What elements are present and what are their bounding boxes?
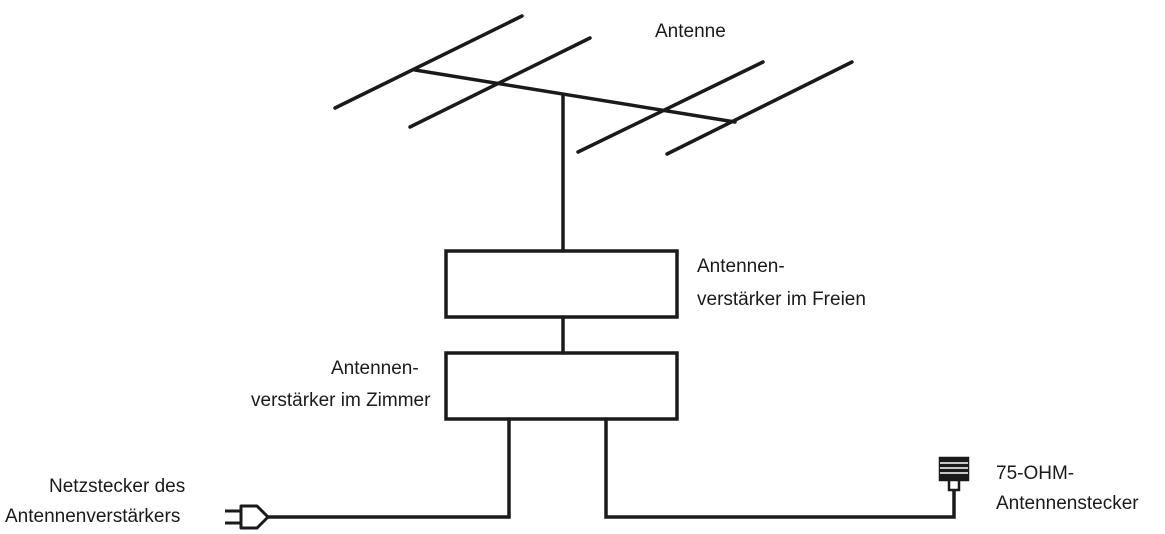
connector-label-line1: 75-OHM- — [996, 463, 1075, 484]
outdoor-amplifier-label-line1: Antennen- — [697, 256, 785, 277]
power-plug-label-line2: Antennenverstärkers — [5, 506, 181, 527]
antenna-boom — [413, 68, 737, 124]
power-cable — [266, 417, 511, 519]
indoor-amplifier-label-line1: Antennen- — [331, 358, 419, 379]
antenna-element — [333, 14, 524, 110]
outdoor-amplifier-box — [444, 249, 679, 319]
antenna-element — [408, 36, 592, 129]
antenna-label: Antenne — [655, 21, 726, 42]
power-plug-label-line1: Netzstecker des — [49, 476, 186, 497]
indoor-amplifier-box — [444, 351, 679, 421]
power-plug-icon — [225, 504, 270, 530]
antenna-element — [576, 60, 765, 154]
connector-label-line2: Antennenstecker — [996, 493, 1139, 514]
antenna-element — [665, 60, 854, 156]
output-cable — [604, 417, 956, 519]
indoor-amplifier-label-line2: verstärker im Zimmer — [251, 390, 431, 411]
outdoor-amplifier-label-line2: verstärker im Freien — [697, 289, 866, 310]
coax-connector-icon — [938, 456, 970, 492]
